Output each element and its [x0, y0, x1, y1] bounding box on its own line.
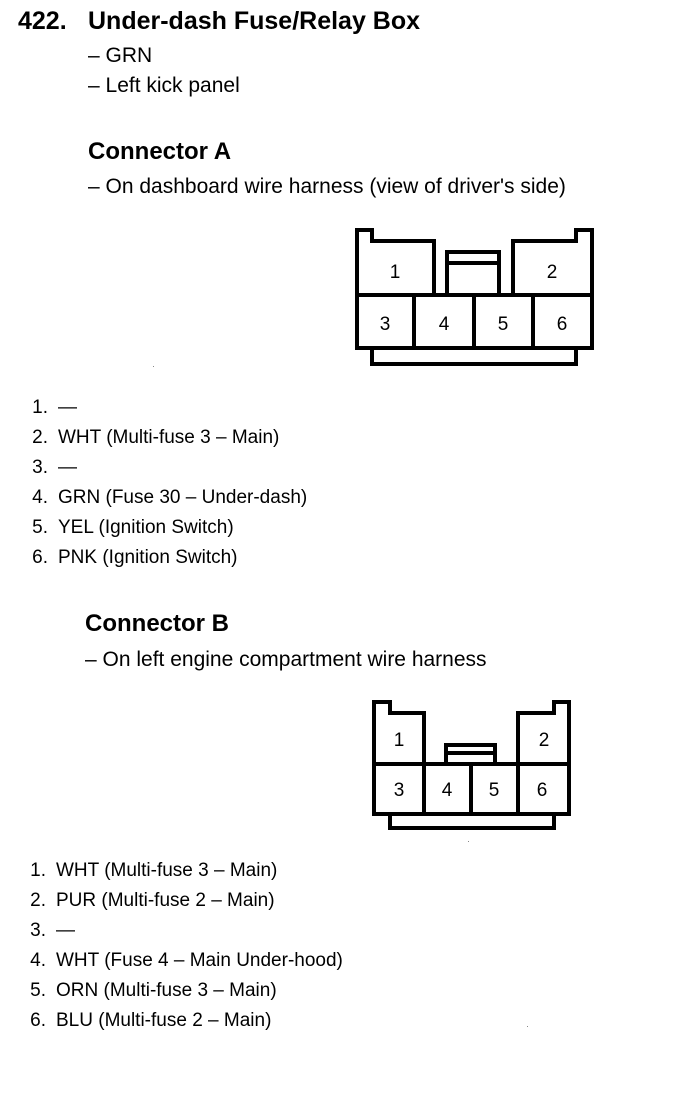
entry-location: – Left kick panel — [88, 74, 240, 97]
connector-a-cavity-3: 3 — [380, 314, 391, 335]
connector-b-cavity-1: 1 — [394, 730, 405, 751]
connector-a-cavity-6: 6 — [557, 314, 568, 335]
entry-title: Under-dash Fuse/Relay Box — [88, 7, 421, 35]
connector-a-cavity-2: 2 — [547, 262, 558, 283]
connector-a-title: Connector A — [88, 138, 232, 165]
pin-description: PUR (Multi-fuse 2 – Main) — [56, 890, 275, 911]
pin-description: ORN (Multi-fuse 3 – Main) — [56, 980, 277, 1001]
pin-number: 6. — [32, 547, 48, 568]
pin-description: YEL (Ignition Switch) — [58, 517, 234, 538]
scan-speck — [527, 1026, 528, 1027]
connector-b-cavity-5: 5 — [489, 780, 500, 801]
connector-a-cavity-5: 5 — [498, 314, 509, 335]
connector-a-diagram: 1 2 3 4 5 6 — [355, 228, 594, 366]
connector-a-cavity-1: 1 — [390, 262, 401, 283]
connector-a-lock-tab — [445, 250, 501, 297]
pin-number: 5. — [32, 517, 48, 538]
connector-b-location: – On left engine compartment wire harnes… — [85, 648, 487, 671]
pin-description: PNK (Ignition Switch) — [58, 547, 238, 568]
connector-b-cavity-2: 2 — [539, 730, 550, 751]
pin-number: 4. — [30, 950, 46, 971]
pin-description: GRN (Fuse 30 – Under-dash) — [58, 487, 308, 508]
connector-a-housing — [355, 228, 594, 366]
pin-description: — — [58, 457, 77, 478]
scan-speck — [468, 841, 469, 842]
pin-description: WHT (Fuse 4 – Main Under-hood) — [56, 950, 343, 971]
pin-number: 1. — [32, 397, 48, 418]
pin-description: — — [58, 397, 77, 418]
entry-number: 422. — [18, 7, 67, 35]
pin-description: BLU (Multi-fuse 2 – Main) — [56, 1010, 272, 1031]
pin-number: 3. — [32, 457, 48, 478]
connector-a-location: – On dashboard wire harness (view of dri… — [88, 175, 566, 198]
connector-b-housing — [372, 700, 571, 830]
pin-description: — — [56, 920, 75, 941]
pin-number: 2. — [30, 890, 46, 911]
connector-b-diagram: 1 2 3 4 5 6 — [372, 700, 571, 830]
pin-number: 2. — [32, 427, 48, 448]
connector-b-cavity-4: 4 — [442, 780, 453, 801]
pin-number: 3. — [30, 920, 46, 941]
pin-description: WHT (Multi-fuse 3 – Main) — [56, 860, 278, 881]
pin-number: 1. — [30, 860, 46, 881]
pin-number: 5. — [30, 980, 46, 1001]
entry-color: – GRN — [88, 44, 153, 67]
pin-description: WHT (Multi-fuse 3 – Main) — [58, 427, 280, 448]
pin-number: 6. — [30, 1010, 46, 1031]
connector-b-cavity-3: 3 — [394, 780, 405, 801]
connector-a-cavity-4: 4 — [439, 314, 450, 335]
pin-number: 4. — [32, 487, 48, 508]
scan-speck — [153, 366, 154, 367]
connector-b-cavity-6: 6 — [537, 780, 548, 801]
connector-b-title: Connector B — [85, 610, 229, 637]
